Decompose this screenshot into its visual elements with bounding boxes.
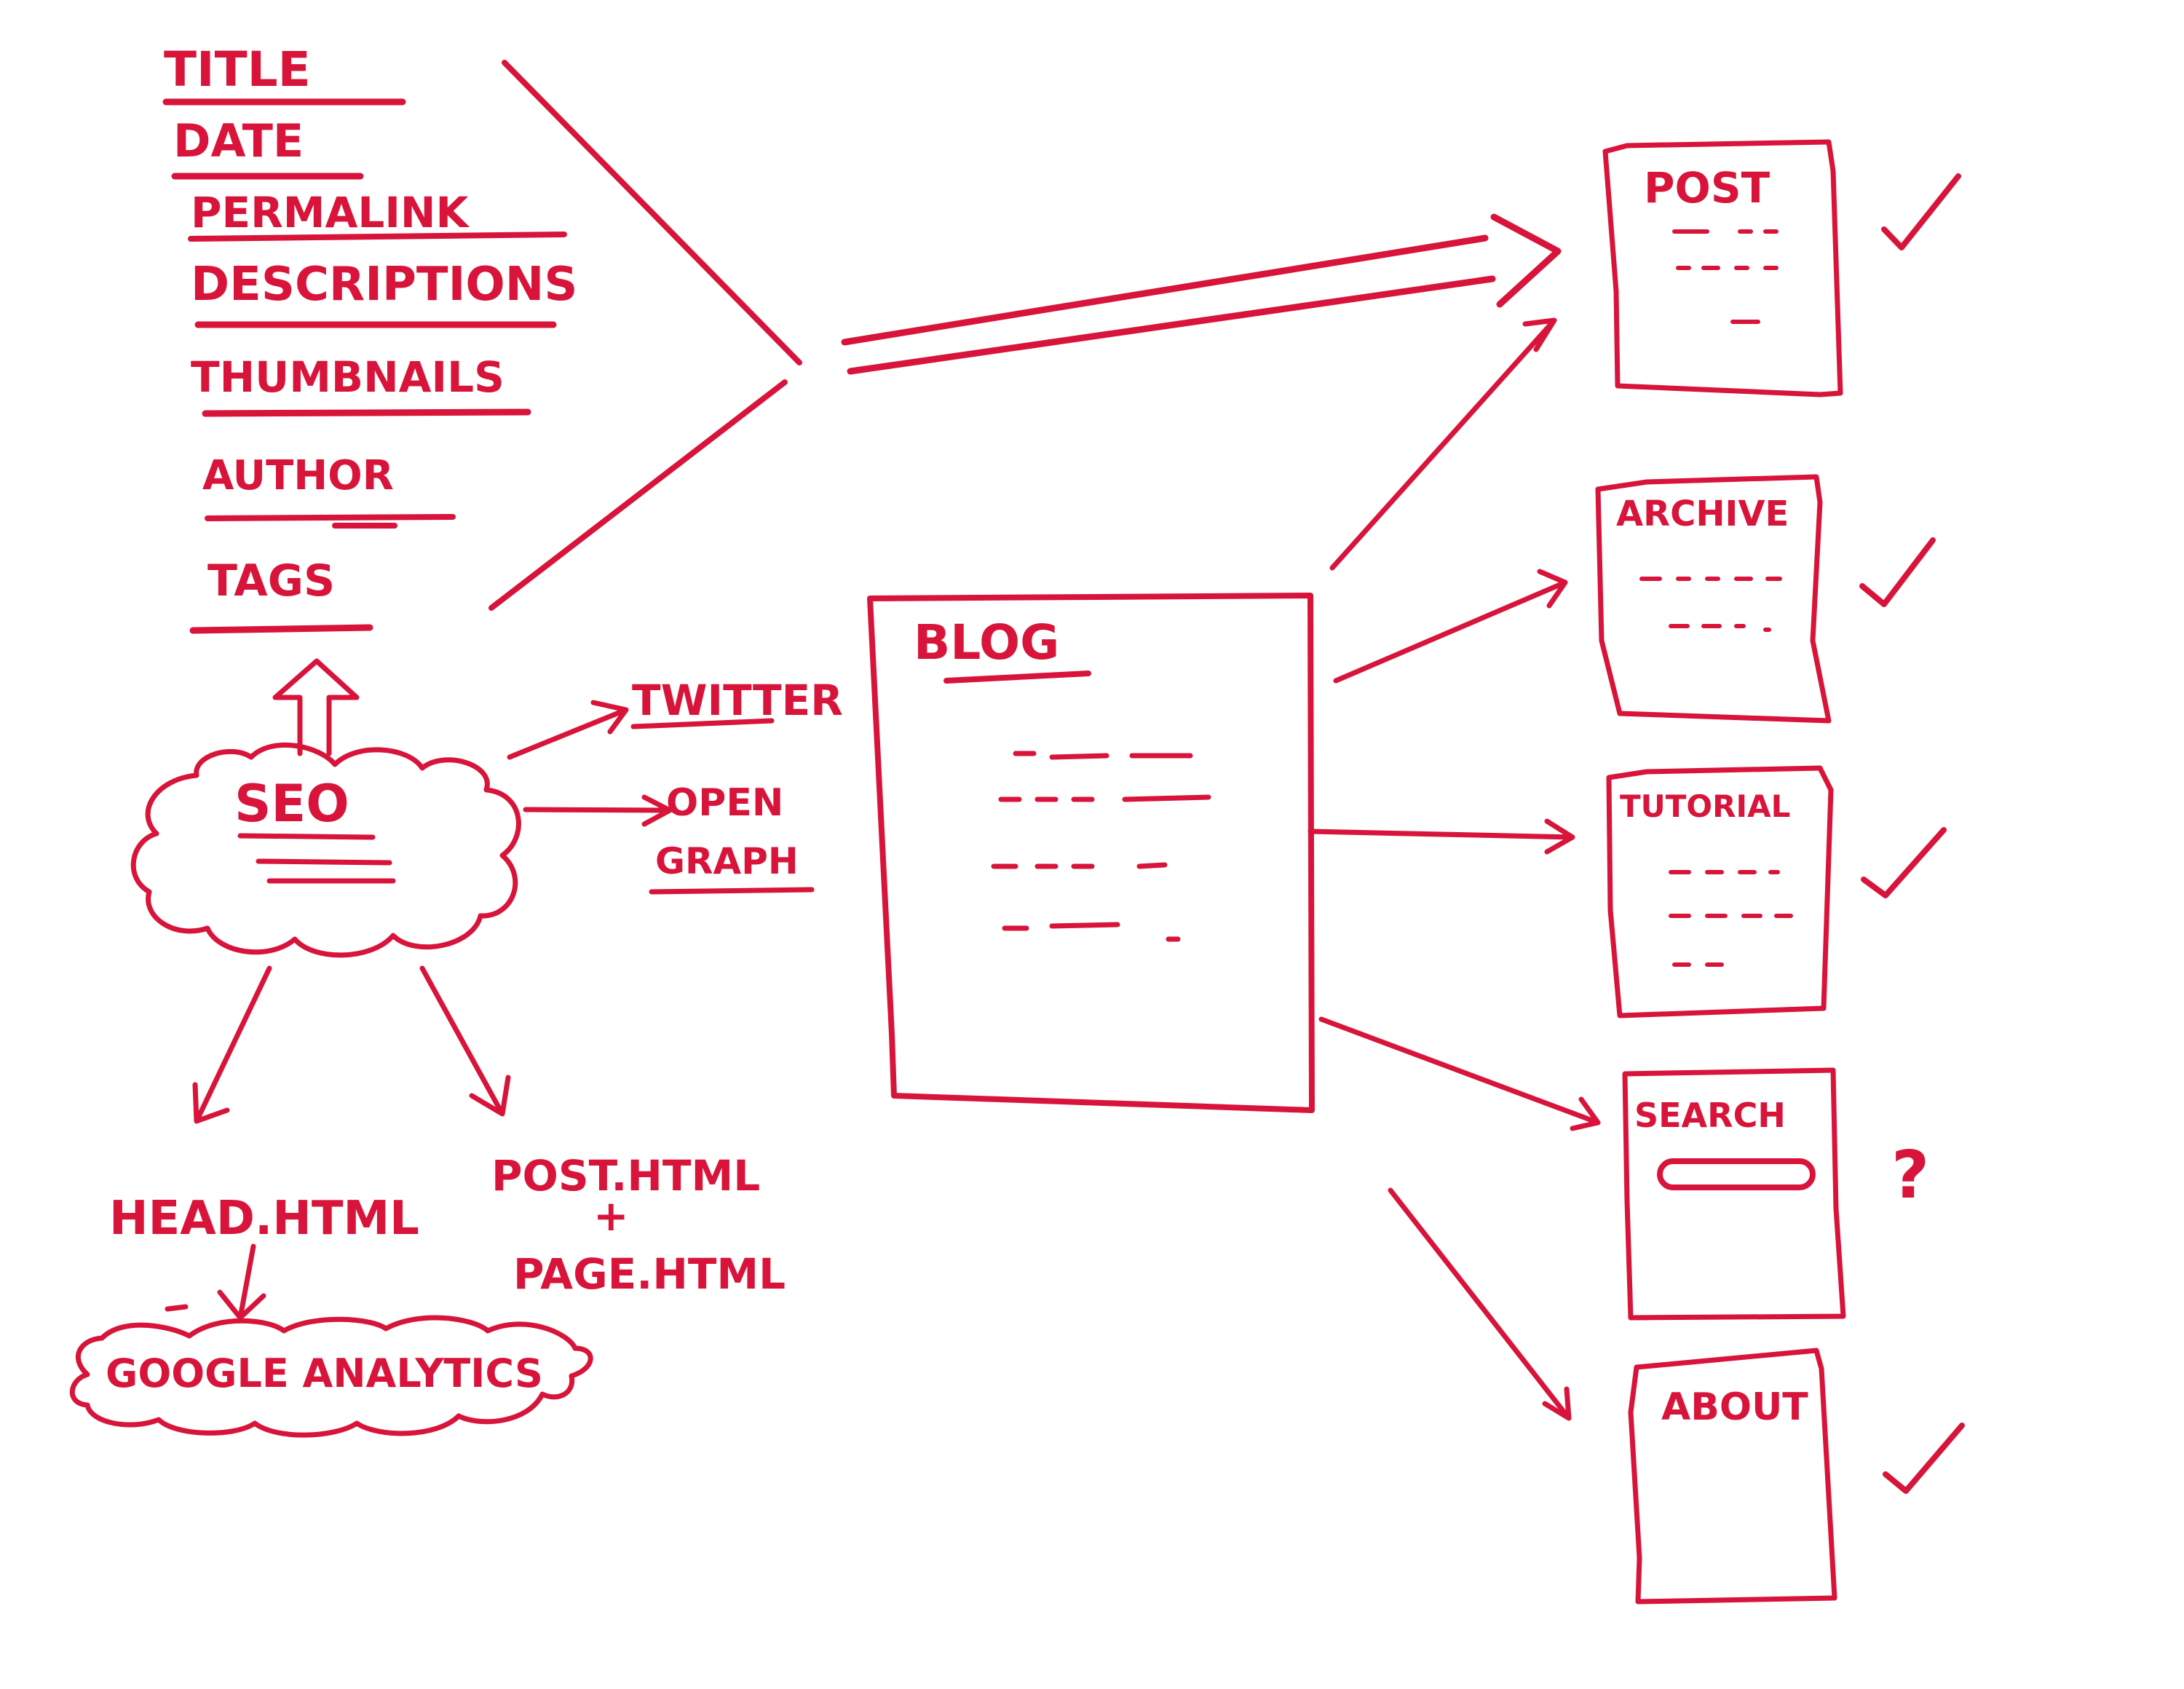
blog-to-about-arrow: [1388, 1187, 1572, 1421]
search-page-box: [1622, 1067, 1846, 1321]
about-check-icon: [1883, 1423, 1965, 1494]
twitter-underline: [630, 718, 775, 729]
fields-to-post-arrow: [841, 213, 1562, 375]
seo-to-head-arrow: [192, 965, 272, 1124]
field-author: AUTHOR: [202, 452, 394, 499]
page-card-post: POST: [1602, 139, 1843, 397]
open-label: OPEN: [666, 781, 783, 825]
tutorial-check-icon: [1861, 827, 1947, 898]
blog-to-search-arrow: [1318, 1016, 1601, 1131]
archive-page-lines: [1639, 577, 1782, 632]
head-to-analytics-arrow: [165, 1243, 266, 1321]
field-tags-underline: [189, 624, 373, 634]
page-card-search: SEARCH: [1622, 1067, 1846, 1321]
page-card-tutorial: TUTORIAL: [1606, 765, 1834, 1018]
field-permalink-underline: [188, 232, 567, 242]
google-analytics-cloud-icon: [69, 1315, 593, 1438]
seo-to-post-html-arrow: [419, 965, 511, 1117]
post-page-box: [1602, 139, 1843, 397]
blog-to-tutorial-arrow: [1307, 818, 1575, 855]
tutorial-page-lines: [1669, 870, 1793, 967]
field-date: DATE: [173, 114, 304, 167]
post-page-lines: [1672, 229, 1779, 324]
fields-funnel-lines: [488, 60, 802, 611]
post-page-label: POST: [1644, 163, 1770, 213]
about-page-box: [1628, 1348, 1837, 1605]
field-thumbnails: THUMBNAILS: [191, 352, 505, 402]
field-descriptions: DESCRIPTIONS: [191, 258, 577, 312]
google-analytics-label: GOOGLE ANALYTICS: [106, 1350, 543, 1396]
tutorial-page-box: [1606, 765, 1834, 1018]
blog-to-archive-arrow: [1333, 569, 1568, 684]
archive-check-icon: [1859, 537, 1936, 607]
search-page-label: SEARCH: [1634, 1096, 1786, 1135]
about-page-label: ABOUT: [1661, 1385, 1808, 1429]
seo-underlines: [237, 833, 396, 884]
seo-field-list: TITLE DATE PERMALINK DESCRIPTIONS THUMBN…: [162, 41, 577, 634]
field-thumbnails-underline: [202, 408, 531, 417]
search-status: ?: [1891, 1137, 1929, 1214]
post-check-icon: [1881, 173, 1961, 250]
post-html-label: POST.HTML: [491, 1151, 760, 1201]
graph-label: GRAPH: [655, 840, 799, 882]
seo-cloud-icon: [130, 742, 521, 958]
field-permalink: PERMALINK: [191, 188, 470, 237]
field-author-underline: [205, 514, 456, 529]
seo-to-open-graph-arrow: [523, 794, 673, 827]
blog-box: [867, 593, 1315, 1113]
open-graph-underline: [649, 887, 815, 895]
seo-to-twitter-arrow: [507, 700, 629, 760]
search-input-icon: [1657, 1158, 1816, 1190]
blog-content-lines: [991, 751, 1211, 942]
field-title: TITLE: [164, 41, 311, 98]
page-card-archive: ARCHIVE: [1595, 474, 1832, 724]
seo-up-arrow-icon: [272, 658, 360, 756]
twitter-label: TWITTER: [632, 676, 843, 725]
page-card-about: ABOUT: [1628, 1348, 1837, 1605]
tutorial-page-label: TUTORIAL: [1620, 788, 1790, 824]
field-tags: TAGS: [207, 555, 335, 606]
archive-page-label: ARCHIVE: [1616, 494, 1789, 534]
plus-label: +: [593, 1191, 629, 1241]
archive-page-box: [1595, 474, 1832, 724]
blog-to-post-arrow: [1329, 317, 1557, 571]
page-html-label: PAGE.HTML: [513, 1249, 786, 1299]
seo-label: SEO: [234, 774, 349, 834]
blog-underline: [943, 671, 1091, 684]
head-html-label: HEAD.HTML: [109, 1192, 419, 1246]
blog-label: BLOG: [914, 614, 1059, 671]
